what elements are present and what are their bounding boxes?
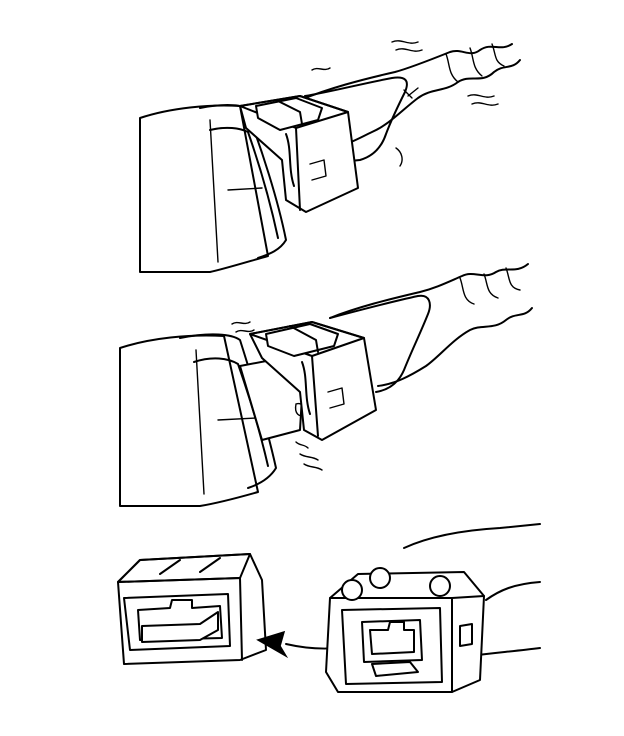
connector-latch-slot-1 [309, 159, 327, 181]
wire-harness-2 [329, 263, 533, 387]
motion-lines-2 [231, 321, 323, 471]
female-connector-terminal [371, 661, 419, 677]
panel-separated [117, 523, 541, 693]
wire-harness-1 [299, 43, 521, 150]
wire-twist-marks-1 [445, 43, 505, 83]
device-body-2 [119, 334, 259, 507]
male-connector-terminal [141, 611, 219, 643]
device-flange-4 [193, 357, 269, 467]
female-connector-slot [369, 621, 415, 655]
female-connector-inner-frame [341, 607, 443, 685]
lock-tab-2 [265, 323, 339, 357]
connector-front-edge-1 [285, 127, 301, 211]
female-connector-top [329, 595, 485, 693]
latch-pin-left [341, 579, 363, 601]
boot-crease-1 [403, 87, 419, 99]
panel-connected [139, 40, 521, 273]
wire-twist-marks-2 [459, 267, 521, 305]
connector-latch-slot-2 [327, 387, 345, 409]
lock-tab-1 [255, 97, 323, 131]
female-side-lock [459, 623, 473, 647]
latch-pin-mid [369, 567, 391, 589]
arrow-head-icon [256, 630, 289, 659]
device-seam-1 [209, 119, 263, 263]
lock-tab-ridge-1 [275, 99, 303, 125]
harness-boot-2 [329, 294, 431, 393]
device-seam-2 [195, 349, 257, 495]
male-connector-front [117, 577, 243, 661]
device-flange-2 [209, 126, 279, 239]
panel-unlocking [119, 263, 533, 507]
connector-front-edge-2 [301, 355, 319, 437]
device-flange-1 [199, 104, 287, 259]
latch-pin-right [429, 575, 451, 597]
motion-lines-1 [311, 40, 499, 167]
lock-tab-ridge-2 [289, 325, 319, 353]
